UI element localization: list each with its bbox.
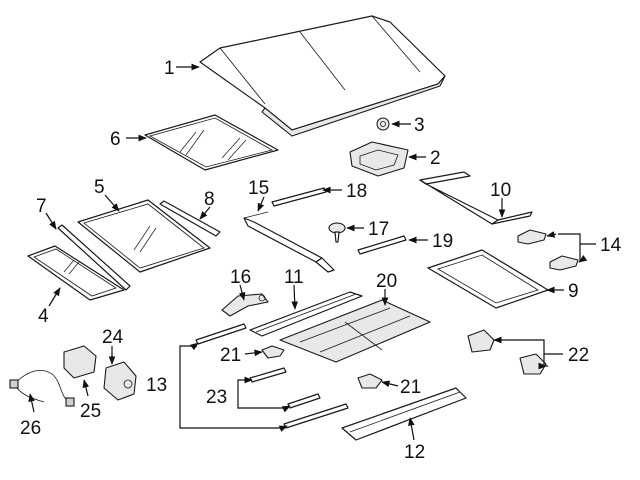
- callout-19: 19: [432, 231, 453, 252]
- callout-12: 12: [404, 442, 425, 463]
- module-25-part: [63, 345, 97, 379]
- callout-6: 6: [110, 129, 121, 150]
- callout-5: 5: [94, 177, 105, 198]
- frame-15-part: [243, 211, 335, 273]
- glass-panel-5-part: [77, 199, 211, 273]
- seal-strip-7-part: [57, 224, 131, 291]
- strip-19-part: [357, 235, 407, 255]
- callout-17: 17: [368, 219, 389, 240]
- strip-18-part: [271, 187, 327, 207]
- callout-22: 22: [568, 345, 589, 366]
- callout-18: 18: [346, 181, 367, 202]
- callout-9: 9: [568, 281, 579, 302]
- glass-panel-4-part: [27, 245, 125, 301]
- clip-21-lower-part: [357, 373, 383, 389]
- rail-11-part: [249, 291, 363, 337]
- callout-4: 4: [38, 306, 49, 327]
- callout-14: 14: [600, 235, 622, 256]
- callout-23: 23: [206, 387, 227, 408]
- callout-1: 1: [164, 58, 175, 79]
- bracket-box-part: [349, 141, 409, 177]
- callout-20: 20: [376, 271, 397, 292]
- callout-24: 24: [102, 327, 124, 348]
- rail-13-part: [195, 323, 349, 429]
- clips-14-part: [517, 229, 579, 271]
- rail-12-part: [341, 387, 467, 441]
- leader-lines: [28, 63, 596, 441]
- callout-21-upper: 21: [220, 345, 241, 366]
- callout-21-lower: 21: [400, 377, 421, 398]
- motor-24-part: [103, 361, 137, 401]
- sunshade-20-part: [279, 299, 431, 363]
- seal-strip-8-part: [159, 200, 221, 237]
- callout-16: 16: [230, 267, 251, 288]
- nut-part: [376, 117, 390, 131]
- callout-15: 15: [248, 178, 269, 199]
- callout-2: 2: [430, 148, 441, 169]
- callout-10: 10: [490, 180, 511, 201]
- seal-10-part: [419, 171, 533, 225]
- clip-17-part: [328, 222, 346, 243]
- callout-26: 26: [20, 418, 41, 439]
- callout-7: 7: [36, 196, 47, 217]
- rail-23-part: [249, 367, 321, 409]
- callout-13: 13: [146, 375, 167, 396]
- roof-panel-part: [199, 15, 446, 137]
- sunshade-frame-9-part: [427, 249, 549, 309]
- callout-11: 11: [284, 267, 304, 288]
- callout-3: 3: [414, 115, 425, 136]
- wiring-harness-26-part: [9, 370, 75, 407]
- callout-25: 25: [80, 401, 101, 422]
- clip-21-upper-part: [261, 345, 285, 359]
- bracket-16-part: [221, 293, 269, 317]
- bracket-22-part: [467, 329, 547, 375]
- callout-8: 8: [204, 189, 215, 210]
- glass-panel-6-part: [144, 114, 279, 171]
